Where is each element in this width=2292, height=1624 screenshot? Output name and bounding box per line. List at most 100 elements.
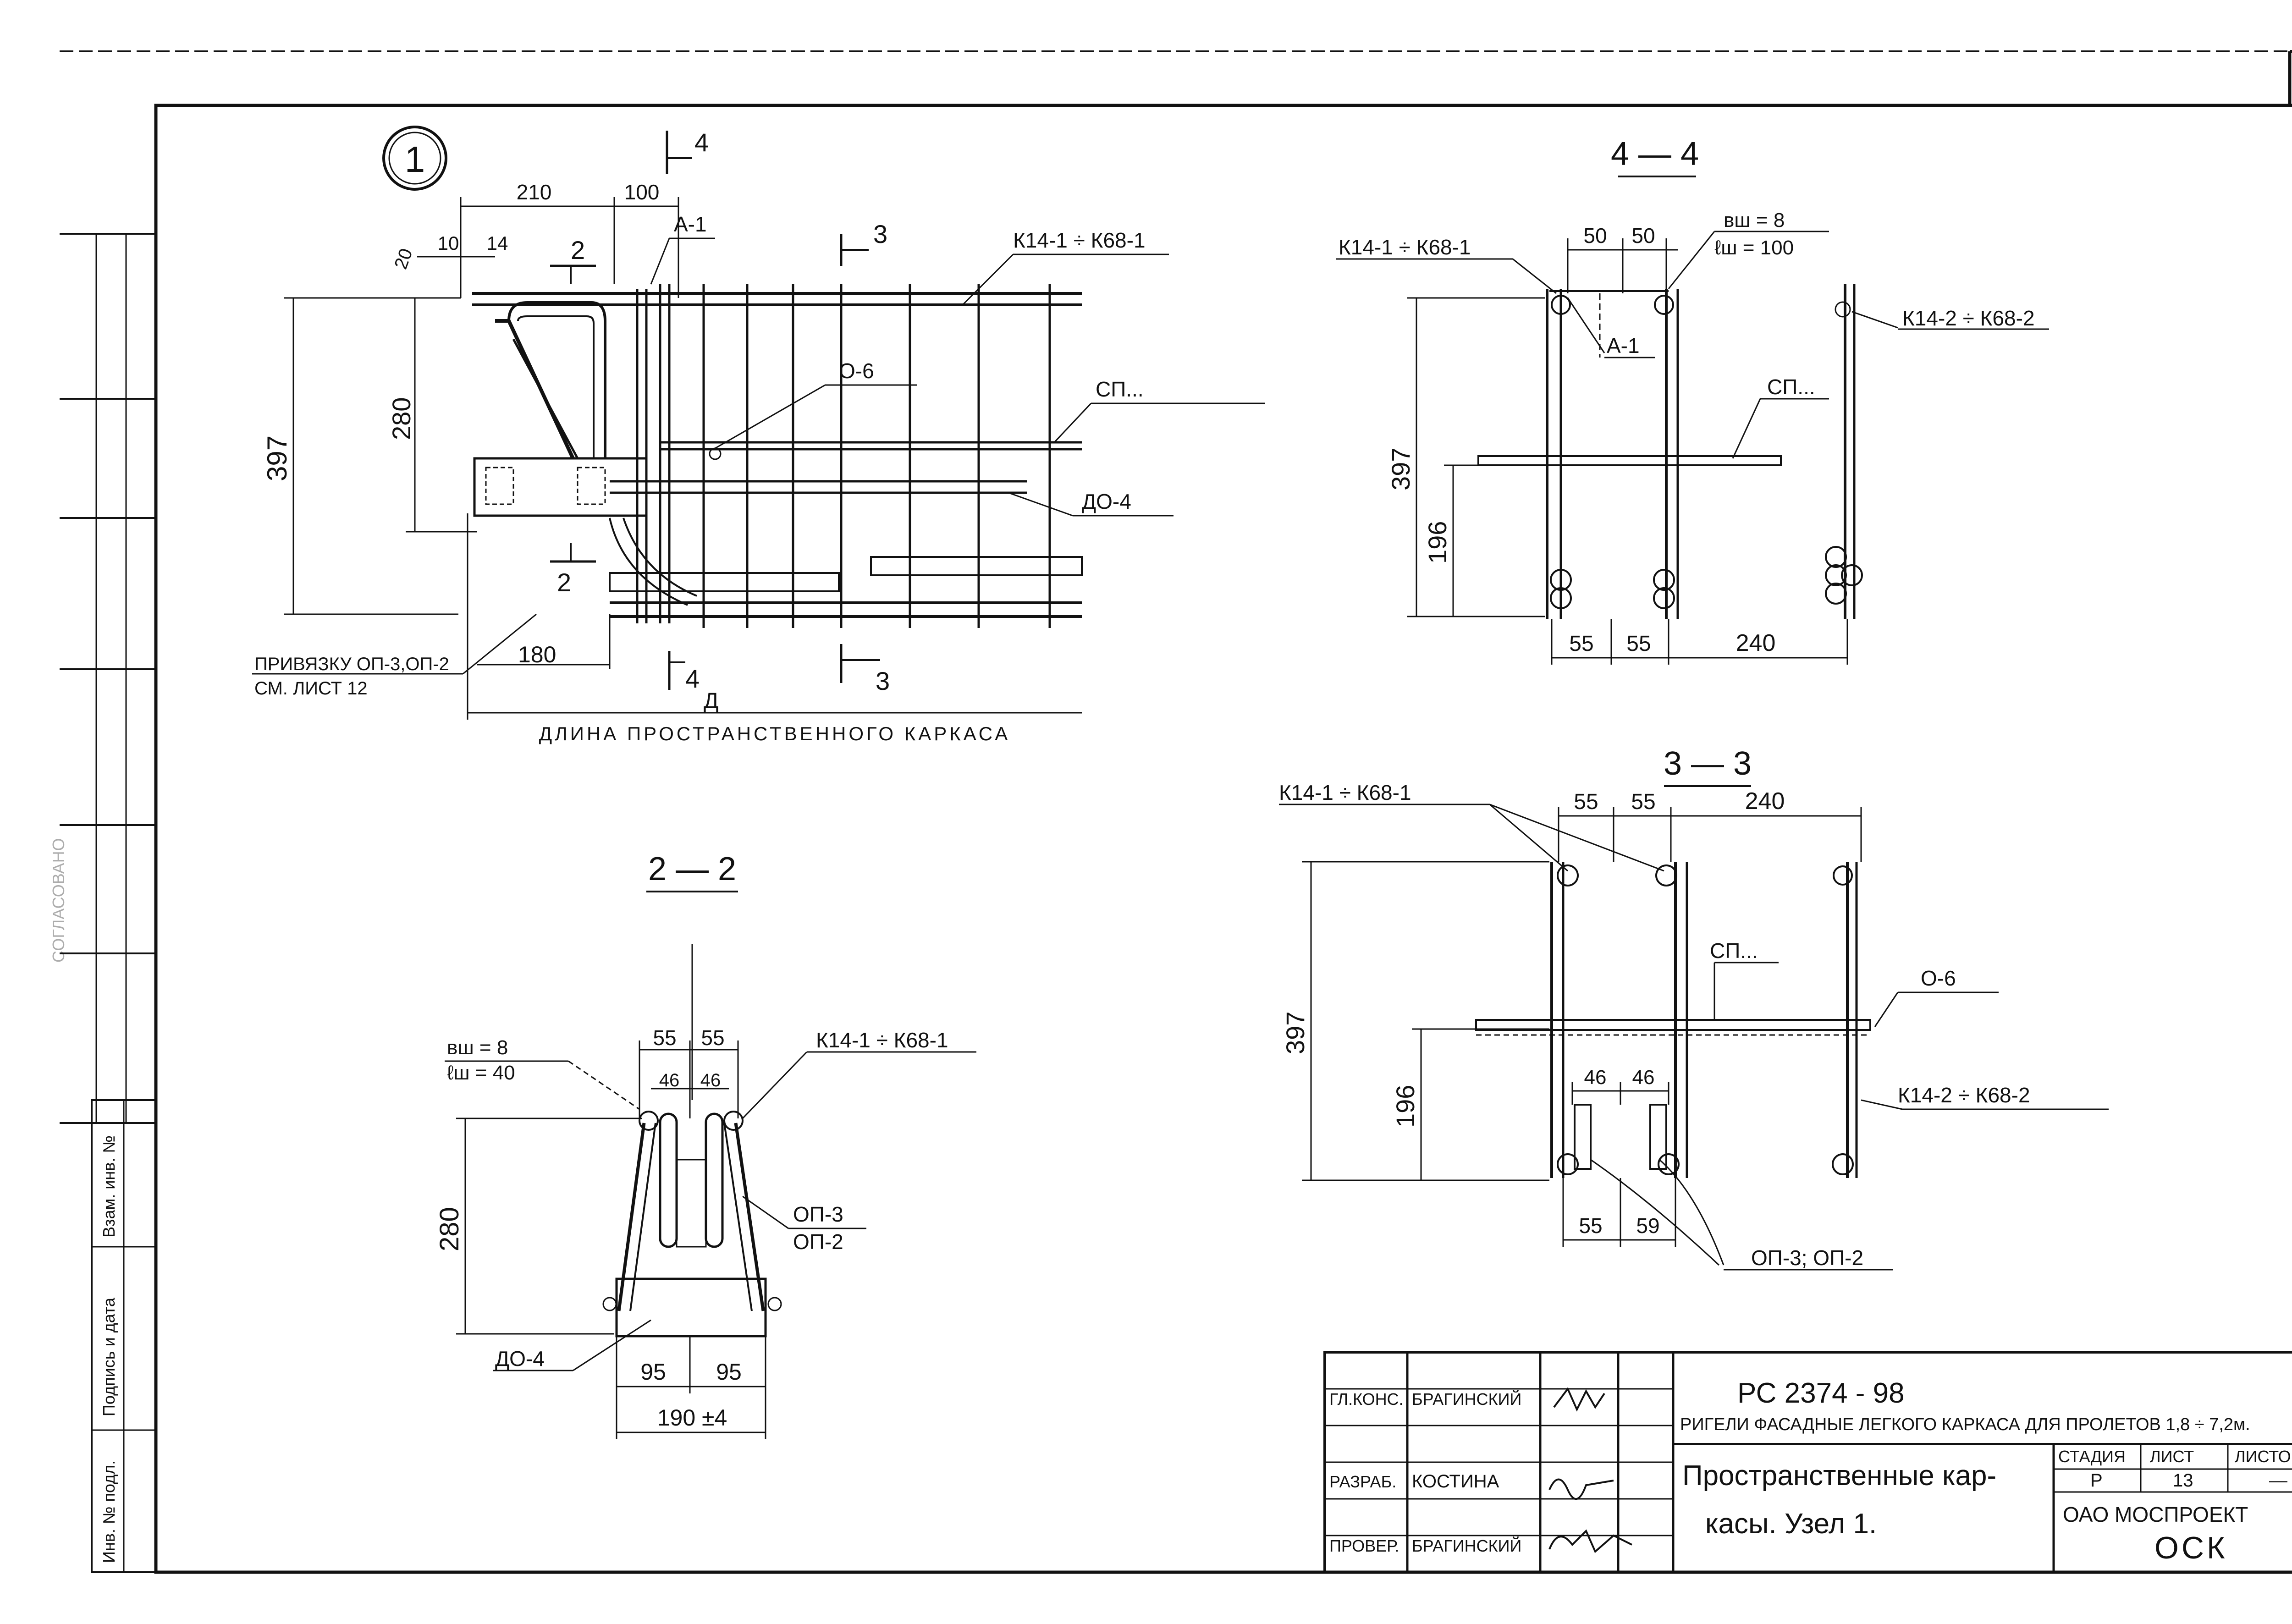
dim-196-3-3: 196 [1391,1085,1420,1128]
weld-l-4-4: ℓш = 100 [1714,237,1794,259]
strip-field-inventory: Инв. № подл. [99,1460,118,1563]
strip-field-approved: СОГЛАСОВАНО [49,838,68,963]
dim-59-3-3: 59 [1636,1214,1659,1238]
tb-stage: Р [2090,1470,2103,1491]
label-k2-3-3: К14-2 ÷ К68-2 [1898,1083,2030,1107]
cut-3-bottom: 3 [876,666,890,695]
dim-10: 10 [438,232,459,254]
signature-1 [1553,1387,1605,1412]
cut-3-top: 3 [873,220,887,248]
tb-h-stage: СТАДИЯ [2058,1447,2126,1466]
label-k-2-2: К14-1 ÷ К68-1 [816,1028,948,1052]
dim-50a: 50 [1583,224,1607,248]
tb-sheet-title-1: Пространственные кар- [1682,1460,1996,1492]
label-sp-3-3: СП... [1710,939,1758,963]
cut-4-top: 4 [694,128,709,157]
signature-2 [1548,1478,1614,1500]
dim-95b-2-2: 95 [716,1359,742,1385]
label-op-3-3: ОП-3; ОП-2 [1751,1246,1863,1270]
tb-doc-title: РИГЕЛИ ФАСАДНЫЕ ЛЕГКОГО КАРКАСА ДЛЯ ПРОЛ… [1680,1415,2250,1434]
section-2-2-title: 2 — 2 [648,851,736,887]
label-k-top: К14-1 ÷ К68-1 [1013,228,1146,252]
strip-field-replacement: Взам. инв. № [99,1135,118,1238]
weld-b-4-4: вш = 8 [1724,209,1785,231]
tb-role-5: ПРОВЕР. [1329,1536,1399,1555]
node-label: 1 [405,139,425,180]
tb-dept: ОСК [2154,1530,2228,1565]
tb-name-0: БРАГИНСКИЙ [1412,1389,1521,1409]
dim-280: 280 [387,397,416,440]
weld-b-2-2: вш = 8 [447,1036,508,1059]
dim-95a-2-2: 95 [640,1359,666,1385]
section-2-2: 2 — 2 вш = 8 ℓш = 40 55 55 46 46 К14-1 ÷… [435,851,976,1439]
dim-397-3-3: 397 [1281,1012,1310,1054]
label-o6-3-3: О-6 [1921,966,1956,990]
tb-h-sheets: ЛИСТОВ [2235,1447,2292,1466]
dim-190-2-2: 190 ±4 [657,1405,727,1431]
label-k2-4-4: К14-2 ÷ К68-2 [1902,306,2035,330]
tb-sheets: — [2269,1470,2287,1491]
dim-46b-3-3: 46 [1632,1066,1655,1089]
tb-role-3: РАЗРАБ. [1329,1472,1396,1491]
label-o6: О-6 [839,359,874,383]
label-op2-2-2: ОП-2 [793,1230,843,1254]
dim-210: 210 [517,180,552,204]
title-block: ГЛ.КОНС. БРАГИНСКИЙ РАЗРАБ. КОСТИНА ПРОВ… [1323,1351,2292,1574]
label-do4: ДО-4 [1082,490,1131,513]
weld-l-2-2: ℓш = 40 [447,1062,515,1084]
dim-55b-4-4: 55 [1626,632,1651,656]
label-k1-4-4: К14-1 ÷ К68-1 [1339,235,1471,259]
length-label: ДЛИНА ПРОСТРАНСТВЕННОГО КАРКАСА [539,723,1010,744]
dim-14: 14 [487,232,508,254]
dim-55c-3-3: 55 [1579,1214,1602,1238]
dim-240-4-4: 240 [1736,630,1776,656]
label-sp: СП... [1096,377,1144,401]
sheet-frame [60,50,2292,1574]
tb-name-3: КОСТИНА [1412,1471,1499,1492]
dim-55a-3-3: 55 [1574,790,1598,814]
label-sp-4-4: СП... [1767,375,1815,399]
signature-3 [1548,1529,1632,1553]
dim-55a-4-4: 55 [1569,632,1593,656]
cut-2-bottom: 2 [557,568,571,597]
tb-sheet-title-2: касы. Узел 1. [1705,1508,1877,1540]
dim-46a-2-2: 46 [659,1070,680,1090]
main-view: 1 210 100 10 14 20 4 2 3 397 280 [252,126,1265,744]
tb-org: ОАО МОСПРОЕКТ [2063,1503,2248,1526]
tb-name-5: БРАГИНСКИЙ [1412,1536,1521,1555]
tb-sheet: 13 [2173,1470,2193,1491]
note-line1: ПРИВЯЗКУ ОП-3,ОП-2 [254,654,449,674]
left-strip: Взам. инв. № Подпись и дата Инв. № подл.… [49,233,157,1573]
cut-4-bottom: 4 [685,664,700,693]
marker-d: Д [704,689,719,713]
tb-role-0: ГЛ.КОНС. [1329,1390,1404,1409]
dim-55b-2-2: 55 [701,1026,724,1050]
node-circle [382,126,447,191]
label-op3-2-2: ОП-3 [793,1202,843,1226]
dim-196-4-4: 196 [1423,521,1452,564]
cut-2-top: 2 [571,236,585,264]
dim-397-4-4: 397 [1386,448,1415,490]
strip-field-signature: Подпись и дата [99,1297,118,1416]
section-4-4-title: 4 — 4 [1611,136,1699,172]
section-3-3: 3 — 3 К14-1 ÷ К68-1 55 55 240 СП... О-6 [1279,745,2109,1271]
note-line2: СМ. ЛИСТ 12 [254,678,368,699]
dim-50b: 50 [1631,224,1655,248]
section-3-3-title: 3 — 3 [1664,745,1752,782]
label-k1-3-3: К14-1 ÷ К68-1 [1279,781,1411,804]
tb-doc-code: РС 2374 - 98 [1737,1377,1905,1409]
dim-397: 397 [262,435,292,481]
dim-240-3-3: 240 [1745,788,1785,815]
dim-100: 100 [624,180,660,204]
dim-46b-2-2: 46 [700,1070,721,1090]
dim-46a-3-3: 46 [1584,1066,1607,1089]
dim-280-2-2: 280 [435,1207,464,1251]
dim-55a-2-2: 55 [653,1026,676,1050]
dim-55b-3-3: 55 [1631,790,1655,814]
label-do4-2-2: ДО-4 [495,1347,545,1371]
tb-h-sheet: ЛИСТ [2150,1447,2194,1466]
label-a1-4-4: А-1 [1607,334,1640,358]
dim-20: 20 [391,246,417,272]
dim-180: 180 [518,642,556,667]
